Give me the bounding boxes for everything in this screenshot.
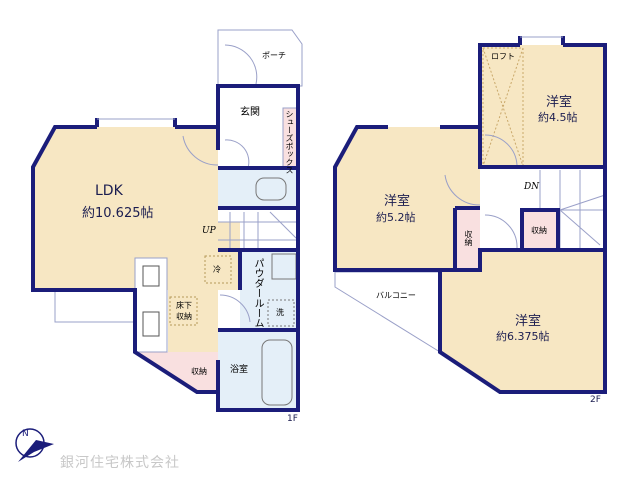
floor-1-label: 1F: [287, 414, 298, 424]
door-swing: [484, 214, 518, 249]
door-swing: [444, 174, 481, 206]
toilet-room: [218, 170, 298, 208]
bathroom-label: 浴室: [230, 365, 249, 375]
ldk-room: [33, 127, 240, 352]
compass-logo: N: [15, 428, 54, 462]
loft-label: ロフト: [491, 52, 515, 61]
fridge-box: [204, 255, 232, 284]
underfloor-label-1: 床下: [176, 301, 192, 310]
storage-1f: [135, 352, 218, 392]
underfloor-label-2: 収納: [176, 312, 192, 321]
storage-2f-2-label: 収納: [531, 226, 547, 235]
room-b-size: 約5.2帖: [376, 211, 416, 224]
door-swing: [182, 135, 219, 166]
company-name: 銀河住宅株式会社: [60, 455, 180, 471]
storage-2f-1-label: 収納: [464, 230, 473, 246]
fridge-label: 冷: [213, 265, 221, 274]
door-swing: [224, 139, 250, 169]
underfloor-box: [169, 296, 198, 326]
room-a-label: 洋室: [546, 95, 573, 110]
room-c-size: 約6.375帖: [496, 330, 550, 343]
porch-label: ポーチ: [262, 51, 286, 60]
room-c-label: 洋室: [515, 314, 542, 329]
ldk-label: LDK: [95, 183, 123, 199]
washer-label: 洗: [276, 308, 284, 317]
shoe-box-label: シューズボックス: [285, 110, 294, 174]
stairs-down-label: DN: [524, 182, 540, 192]
floor-2: [333, 36, 607, 394]
toilet-icon: [255, 177, 287, 201]
room-b: [335, 127, 480, 270]
powder-room-label: パウダールーム: [252, 258, 263, 328]
door-swing: [484, 134, 518, 166]
porch-area: [217, 29, 303, 87]
room-a-size: 約4.5帖: [538, 111, 578, 124]
svg-text:N: N: [22, 429, 29, 439]
balcony-label: バルコニー: [376, 291, 416, 300]
sink-icon: [142, 265, 160, 287]
bathroom: [218, 330, 298, 410]
bathtub-icon: [261, 339, 293, 406]
room-c: [440, 250, 605, 392]
kitchen-counter: [134, 257, 168, 353]
washer-box: [267, 299, 295, 327]
stairs-1f: [218, 211, 299, 250]
storage-1f-label: 収納: [191, 367, 207, 376]
entrance-label: 玄関: [240, 107, 260, 118]
storage-2f-2: [522, 210, 558, 250]
door-swing: [219, 294, 251, 323]
ldk-size: 約10.625帖: [82, 206, 154, 221]
floor-1: [31, 29, 303, 412]
storage-2f-1: [455, 208, 480, 268]
stove-icon: [142, 311, 160, 337]
floor-2-label: 2F: [590, 395, 601, 405]
room-a: [480, 45, 605, 167]
door-swing: [224, 44, 258, 85]
stairs-up-label: UP: [202, 226, 216, 236]
powder-room: [240, 250, 298, 330]
room-b-label: 洋室: [384, 194, 411, 209]
